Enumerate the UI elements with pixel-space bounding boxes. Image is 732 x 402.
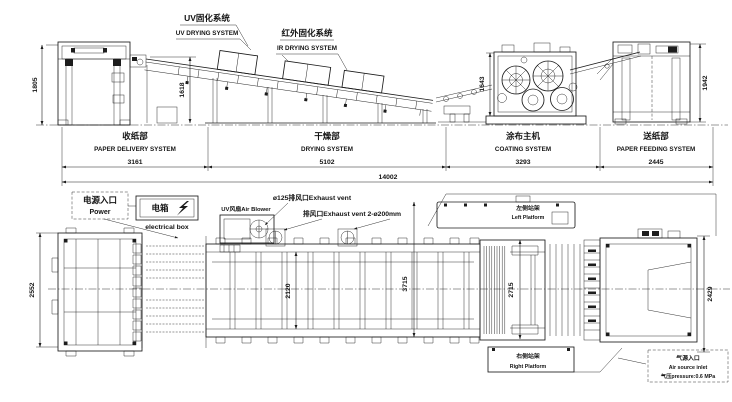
uv-drying-callout: UV固化系统 UV DRYING SYSTEM	[176, 13, 252, 51]
air-source-inlet-callout: 气源入口 Air source inlet 气压pressure:0.6 MPa	[617, 349, 729, 383]
coater-rollers	[497, 56, 578, 112]
plan-view: 2552 电源入口 Power 电箱 electrical box UV风扇Ai…	[29, 191, 730, 383]
paper-feeder-plan	[599, 228, 698, 343]
dim-label-2429: 2429	[707, 286, 714, 301]
dim-label-3161: 3161	[127, 159, 142, 166]
section-label-cn-feeding: 送纸部	[642, 131, 669, 141]
section-label-cn-coating: 涂布主机	[506, 131, 541, 141]
elevation-view: 1805	[32, 13, 728, 186]
dim-dryer-platform-width: 3715	[402, 201, 416, 338]
exhaust-vent-2	[337, 228, 358, 247]
section-label-cn-delivery: 收纸部	[122, 131, 148, 141]
exhaust-vent-200-callout: 排风口Exhaust vent 2-ø200mm	[283, 209, 401, 231]
feed-bridge-plan	[549, 239, 601, 341]
electrical-box-en-label: electrical box	[145, 224, 189, 231]
dim-height-dryer: 1618	[150, 56, 196, 124]
dim-label-total-14002: 14002	[379, 174, 398, 181]
electrical-box-cn-label: 电箱	[151, 203, 169, 213]
section-label-en-drying: DRYING SYSTEM	[301, 146, 353, 153]
dim-height-feeder: 1942	[690, 43, 709, 123]
section-label-en-feeding: PAPER FEEDING SYSTEM	[617, 146, 696, 153]
dim-label-2120: 2120	[285, 283, 292, 298]
dim-label-3293: 3293	[515, 159, 530, 166]
dim-plan-overall-width: 2552	[29, 232, 58, 348]
plan-outer-envelope	[427, 193, 717, 236]
uv-blower-label: UV风扇Air Blower	[221, 205, 271, 213]
air-inlet-cn-label: 气源入口	[675, 354, 700, 362]
exhaust-vent-125-callout: ø125排风口Exhaust vent	[264, 193, 352, 226]
exhaust-vent-1	[265, 228, 286, 247]
electrical-box: 电箱 electrical box	[135, 195, 199, 231]
paper-feeder-elevation	[596, 41, 691, 125]
exhaust-125-label: ø125排风口Exhaust vent	[273, 193, 352, 202]
left-platform-en-label: Left Platform	[512, 215, 545, 221]
exhaust-200-label: 排风口Exhaust vent 2-ø200mm	[303, 209, 401, 218]
section-label-en-delivery: PAPER DELIVERY SYSTEM	[94, 146, 176, 153]
right-platform-en-label: Right Platform	[510, 364, 547, 370]
uv-callout-en-label: UV DRYING SYSTEM	[176, 30, 238, 37]
ir-drying-callout: 红外固化系统 IR DRYING SYSTEM	[276, 28, 348, 71]
dim-feeder-width: 2429	[697, 235, 714, 353]
uv-callout-cn-label: UV固化系统	[184, 13, 230, 23]
power-inlet-callout: 电源入口 Power	[71, 191, 179, 239]
transfer-bridge-elevation	[435, 84, 493, 123]
dim-height-coater: 1643	[479, 52, 494, 117]
dim-label-1942: 1942	[702, 75, 709, 90]
right-platform: 右侧站架 Right Platform	[487, 346, 623, 373]
dim-label-3715: 3715	[402, 276, 409, 291]
dim-label-1643: 1643	[479, 76, 486, 91]
dim-label-5102: 5102	[319, 159, 334, 166]
section-label-en-coating: COATING SYSTEM	[495, 146, 551, 153]
left-platform-cn-label: 左侧站架	[515, 204, 540, 212]
dim-conveyor-width: 2120	[285, 251, 298, 330]
section-label-cn-drying: 干燥部	[314, 131, 340, 141]
drying-conveyor-plan	[205, 237, 481, 344]
power-inlet-en-label: Power	[89, 209, 110, 216]
paper-delivery-machine-elevation	[57, 41, 148, 126]
dim-label-1805: 1805	[32, 77, 39, 92]
lightning-icon	[177, 201, 189, 216]
left-platform: 左侧站架 Left Platform	[436, 195, 576, 229]
length-dimensions: 收纸部 PAPER DELIVERY SYSTEM 3161 干燥部 DRYIN…	[61, 127, 714, 186]
dim-label-2715: 2715	[508, 282, 515, 297]
dim-label-1618: 1618	[179, 82, 186, 97]
ir-callout-en-label: IR DRYING SYSTEM	[277, 45, 337, 52]
ir-callout-cn-label: 红外固化系统	[281, 28, 333, 38]
paper-delivery-plan	[51, 227, 143, 357]
right-platform-cn-label: 右侧站架	[516, 352, 540, 360]
dim-coater-platform-width: 2715	[508, 239, 522, 340]
air-inlet-en-label: Air source inlet	[669, 365, 708, 371]
dim-height-delivery: 1805	[32, 44, 58, 126]
roller-transfer-plan	[141, 236, 207, 348]
air-inlet-pressure-label: 气压pressure:0.6 MPa	[660, 372, 716, 380]
drying-conveyor-elevation	[144, 49, 436, 124]
coating-machine-elevation	[485, 42, 642, 125]
power-inlet-cn-label: 电源入口	[83, 195, 117, 205]
coating-machine-plan	[479, 239, 546, 341]
dim-label-2445: 2445	[648, 159, 663, 166]
dim-label-2552: 2552	[29, 282, 36, 297]
